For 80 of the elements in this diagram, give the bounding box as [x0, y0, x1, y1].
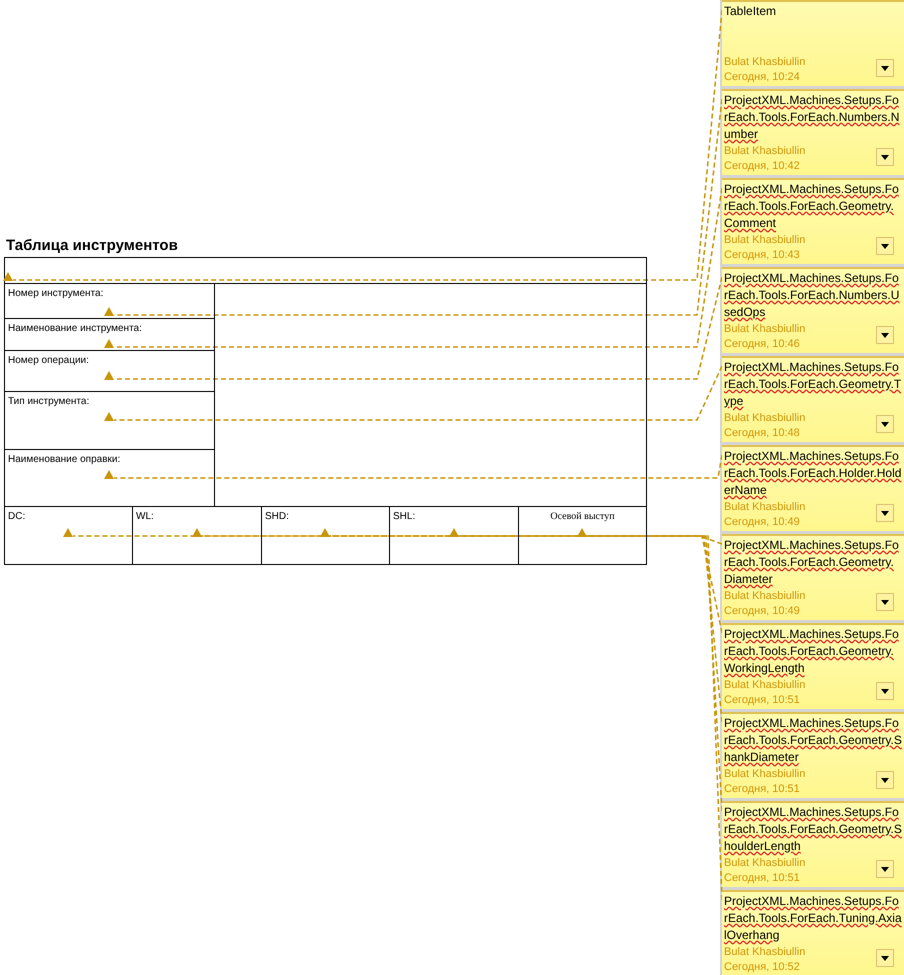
- cell-label: Наименование оправки:: [8, 453, 122, 466]
- comment-author: Bulat Khasbiullin: [724, 233, 806, 248]
- cell-label: DC:: [8, 510, 26, 523]
- cell-label: Тип инструмента:: [8, 395, 90, 408]
- comment-anchor-mark: [449, 528, 459, 537]
- comment-date: Сегодня, 10:51: [724, 871, 801, 886]
- comment-date: Сегодня, 10:49: [724, 515, 801, 530]
- comment-date: Сегодня, 10:48: [724, 426, 801, 441]
- leader-line: [330, 535, 723, 722]
- comment-balloon: [722, 0, 904, 86]
- cell-label: Осевой выступ: [549, 510, 616, 523]
- comment-date: Сегодня, 10:24: [724, 70, 801, 85]
- table-cell: [4, 506, 133, 565]
- comment-date: Сегодня, 10:52: [724, 960, 801, 975]
- leader-line: [114, 366, 723, 421]
- comment-anchor-mark: [192, 528, 202, 537]
- comment-author: Bulat Khasbiullin: [724, 678, 806, 693]
- leader-line: [114, 276, 723, 380]
- comment-text: ProjectXML.Machines.Setups.ForEach.Tools.ForEach.Geometry.ShankDiameter: [724, 715, 902, 766]
- comment-date: Сегодня, 10:42: [724, 159, 801, 174]
- comment-date: Сегодня, 10:46: [724, 337, 801, 352]
- comment-author: Bulat Khasbiullin: [724, 856, 806, 871]
- leader-line: [114, 98, 723, 316]
- table-cell: [4, 257, 647, 284]
- leader-line: [13, 10, 723, 281]
- leader-line: [587, 535, 723, 900]
- comment-text: ProjectXML.Machines.Setups.ForEach.Tools.ForEach.Geometry.ShoulderLength: [724, 804, 902, 855]
- cell-label: Наименование инструмента:: [8, 322, 143, 335]
- comment-text: ProjectXML.Machines.Setups.ForEach.Tools.ForEach.Numbers.Number: [724, 92, 900, 143]
- comment-anchor-mark: [3, 272, 13, 281]
- comment-balloon: [722, 534, 904, 620]
- comment-anchor-mark: [104, 412, 114, 421]
- comment-balloon: [722, 89, 904, 175]
- comment-text: ProjectXML.Machines.Setups.ForEach.Tools.ForEach.Tuning.AxialOverhang: [724, 893, 902, 944]
- comment-date: Сегодня, 10:43: [724, 248, 801, 263]
- comment-author: Bulat Khasbiullin: [724, 55, 806, 70]
- comment-author: Bulat Khasbiullin: [724, 411, 806, 426]
- table-cell: [518, 506, 647, 565]
- comment-anchor-mark: [63, 528, 73, 537]
- cell-label: Номер операции:: [8, 354, 90, 367]
- table-title: Таблица инструментов: [6, 237, 178, 255]
- comment-text: ProjectXML.Machines.Setups.ForEach.Tools.ForEach.Geometry.Comment: [724, 181, 900, 232]
- comment-balloon: [722, 356, 904, 442]
- comment-author: Bulat Khasbiullin: [724, 500, 806, 515]
- comment-date: Сегодня, 10:51: [724, 693, 801, 708]
- comment-author: Bulat Khasbiullin: [724, 589, 806, 604]
- comment-anchor-mark: [577, 528, 587, 537]
- comment-author: Bulat Khasbiullin: [724, 322, 806, 337]
- comment-balloon: [722, 801, 904, 887]
- comment-text: TableItem: [724, 3, 778, 20]
- leader-line: [114, 188, 723, 348]
- comment-anchor-mark: [104, 339, 114, 348]
- comment-date: Сегодня, 10:51: [724, 782, 801, 797]
- comment-balloon: [722, 623, 904, 709]
- comment-text: ProjectXML.Machines.Setups.ForEach.Tools.ForEach.Geometry.Diameter: [724, 537, 900, 588]
- cell-label: WL:: [136, 510, 155, 523]
- comment-anchor-mark: [104, 470, 114, 479]
- leader-line: [202, 535, 723, 634]
- comment-author: Bulat Khasbiullin: [724, 945, 806, 960]
- comment-balloon: [722, 445, 904, 531]
- comment-text: ProjectXML.Machines.Setups.ForEach.Tools.ForEach.Numbers.UsedOps: [724, 270, 900, 321]
- comment-anchor-mark: [104, 307, 114, 316]
- comment-balloon: [722, 890, 904, 975]
- comment-text: ProjectXML.Machines.Setups.ForEach.Tools.ForEach.Geometry.WorkingLength: [724, 626, 900, 677]
- cell-label: SHL:: [393, 510, 416, 523]
- comment-author: Bulat Khasbiullin: [724, 767, 806, 782]
- cell-label: Номер инструмента:: [8, 287, 104, 300]
- comment-text: ProjectXML.Machines.Setups.ForEach.Tools.ForEach.Geometry.Type: [724, 359, 902, 410]
- comment-text: ProjectXML.Machines.Setups.ForEach.Tools.ForEach.Holder.HolderName: [724, 448, 902, 499]
- comment-balloon: [722, 712, 904, 798]
- comment-anchor-mark: [104, 371, 114, 380]
- leader-line: [459, 535, 723, 812]
- comment-date: Сегодня, 10:49: [724, 604, 801, 619]
- comment-balloon: [722, 178, 904, 264]
- comment-author: Bulat Khasbiullin: [724, 144, 806, 159]
- comment-balloon: [722, 267, 904, 353]
- cell-label: SHD:: [265, 510, 290, 523]
- comment-anchor-mark: [320, 528, 330, 537]
- leader-line: [114, 454, 723, 479]
- leader-line: [73, 535, 722, 545]
